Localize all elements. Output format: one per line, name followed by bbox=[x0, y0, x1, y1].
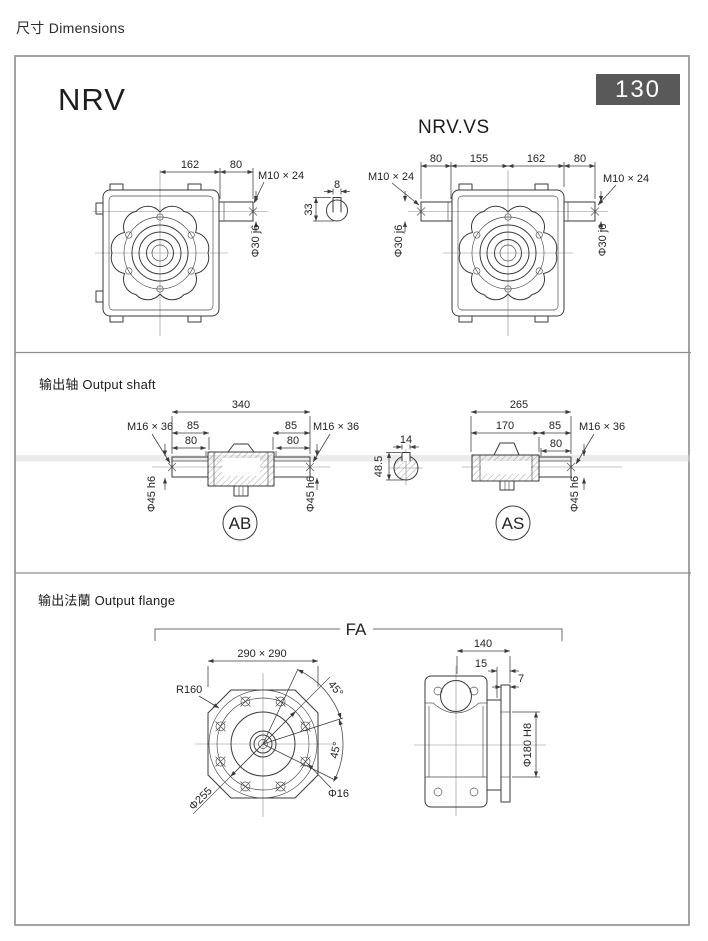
size-badge: 130 bbox=[596, 74, 680, 105]
as-key-section: 14 48.5 bbox=[373, 434, 423, 485]
hole-dia-label: Φ16 bbox=[328, 788, 349, 800]
dim-label: 290 × 290 bbox=[237, 648, 286, 660]
thread-label: M10 × 24 bbox=[258, 170, 304, 182]
dim-label: 170 bbox=[496, 420, 514, 432]
dim-label: 80 bbox=[430, 153, 442, 165]
shaft-dia-label: Φ30 j6 bbox=[393, 225, 405, 258]
ab-shaft-drawing: 340 85 80 85 80 M16 × 36 M16 × 36 Φ45 h6… bbox=[127, 399, 359, 541]
dim-label: 8 bbox=[334, 179, 340, 191]
angle-label: 45° bbox=[328, 741, 343, 760]
dim-label: 7 bbox=[518, 673, 524, 685]
dim-label: 15 bbox=[475, 658, 487, 670]
thread-label: M16 × 36 bbox=[127, 421, 173, 433]
angle-label: 45° bbox=[325, 679, 345, 699]
technical-drawing-canvas: 162 80 M10 × 24 Φ30 j6 8 33 bbox=[15, 153, 691, 817]
dim-label: 140 bbox=[474, 638, 492, 650]
drawing-frame bbox=[14, 55, 690, 926]
shaft-dia-label: Φ30 j6 bbox=[250, 225, 262, 258]
page-title: 尺寸 Dimensions bbox=[16, 20, 125, 36]
dim-label: 33 bbox=[303, 203, 315, 215]
dim-label: 80 bbox=[185, 435, 197, 447]
dim-label: 48.5 bbox=[373, 456, 385, 477]
model-title-nrvvs: NRV.VS bbox=[418, 117, 490, 138]
dim-label: 80 bbox=[287, 435, 299, 447]
thread-label: M16 × 36 bbox=[313, 421, 359, 433]
flange-side-view: 140 15 7 Φ180 H8 bbox=[414, 638, 546, 816]
model-title-nrv: NRV bbox=[58, 82, 126, 117]
fa-bracket: FA bbox=[154, 620, 563, 641]
variant-label-as: AS bbox=[502, 514, 525, 533]
dim-label: 80 bbox=[574, 153, 586, 165]
dim-label: 155 bbox=[470, 153, 488, 165]
shaft-dia-label: Φ45 h6 bbox=[305, 476, 317, 512]
dim-label: 85 bbox=[285, 420, 297, 432]
dim-label: 85 bbox=[549, 420, 561, 432]
output-shaft-heading: 输出轴 Output shaft bbox=[39, 377, 156, 392]
output-flange-heading: 输出法蘭 Output flange bbox=[38, 593, 176, 608]
bore-dia-label: Φ180 H8 bbox=[522, 723, 534, 767]
scan-band bbox=[16, 455, 690, 462]
nrv-key-section: 8 33 bbox=[303, 179, 350, 222]
dim-label: 85 bbox=[187, 420, 199, 432]
flange-front-view: 45° 45° 290 × 290 R160 Φ255 Φ16 bbox=[176, 648, 349, 817]
dim-label: 14 bbox=[400, 434, 412, 446]
dim-label: 340 bbox=[232, 399, 250, 411]
thread-label: M10 × 24 bbox=[368, 171, 414, 183]
dim-label: 162 bbox=[181, 159, 199, 171]
dim-label: 80 bbox=[230, 159, 242, 171]
flange-code-label: FA bbox=[346, 620, 367, 639]
bolt-circle-label: Φ255 bbox=[187, 785, 215, 813]
thread-label: M16 × 36 bbox=[579, 421, 625, 433]
as-shaft-drawing: 265 170 85 80 M16 × 36 Φ45 h6 AS bbox=[462, 399, 625, 541]
dim-label: 162 bbox=[527, 153, 545, 165]
variant-label-ab: AB bbox=[229, 514, 252, 533]
radius-label: R160 bbox=[176, 684, 202, 696]
shaft-dia-label: Φ45 h6 bbox=[146, 476, 158, 512]
shaft-dia-label: Φ45 h6 bbox=[569, 476, 581, 512]
shaft-dia-label: Φ30 j6 bbox=[597, 224, 609, 257]
nrv-front-view: 162 80 M10 × 24 Φ30 j6 bbox=[93, 159, 304, 336]
dim-label: 265 bbox=[510, 399, 528, 411]
thread-label: M10 × 24 bbox=[603, 173, 649, 185]
nrvvs-front-view: 80 155 162 80 M10 × 24 M10 × 24 Φ30 j6 Φ… bbox=[368, 153, 649, 336]
dim-label: 80 bbox=[550, 438, 562, 450]
